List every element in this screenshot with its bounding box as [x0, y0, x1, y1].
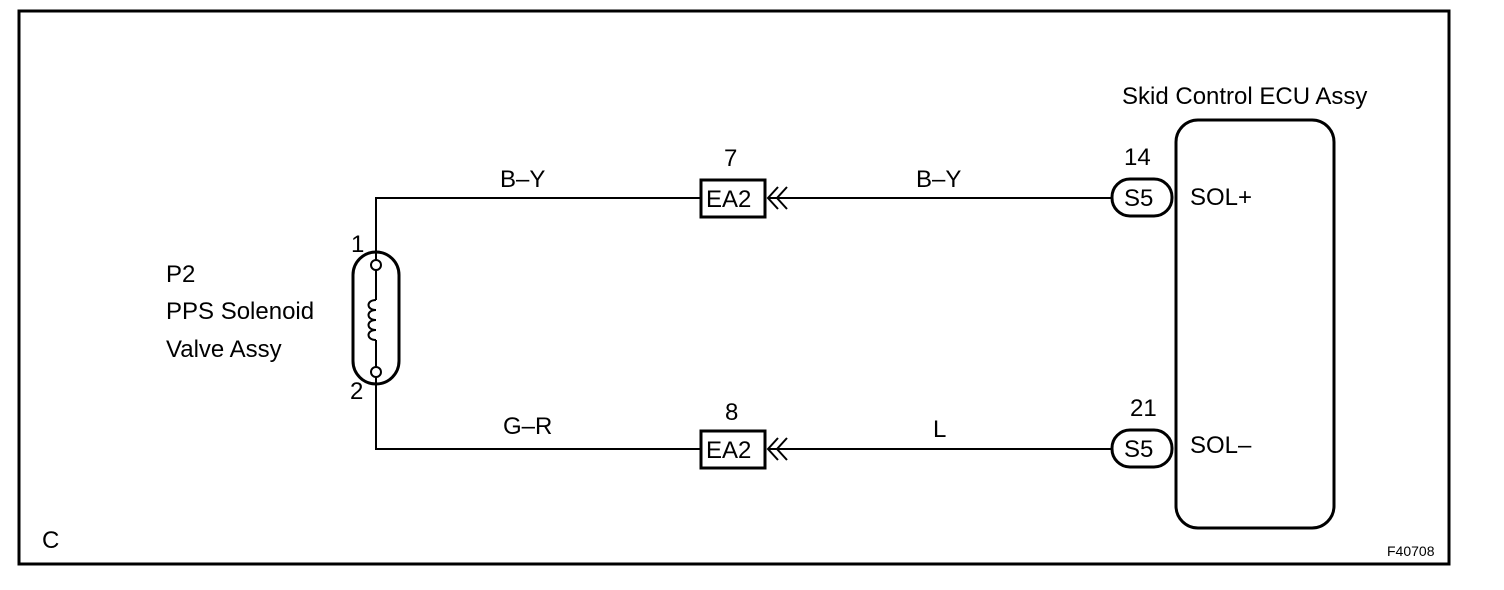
top-junction-label: EA2 [706, 186, 751, 213]
bottom-wire-right-color: L [933, 416, 946, 443]
solenoid-name-line2: Valve Assy [166, 336, 282, 363]
bottom-wire-left-color: G–R [503, 413, 552, 440]
top-wire-right-color: B–Y [916, 166, 961, 193]
top-junction-pin: 7 [724, 145, 737, 172]
bottom-wire-left [375, 377, 701, 450]
solenoid-pin-bottom: 2 [350, 378, 363, 405]
top-ecu-pin: 14 [1124, 144, 1151, 171]
bottom-junction-box [699, 429, 767, 470]
ecu-terminal-bottom: SOL– [1190, 432, 1252, 459]
top-ecu-connector [1110, 177, 1174, 218]
diagram-frame [17, 9, 1451, 566]
bottom-ecu-connector-label: S5 [1124, 436, 1153, 463]
solenoid-pin-top-terminal [370, 259, 382, 271]
top-wire-left-color: B–Y [500, 166, 545, 193]
solenoid-name-line1: PPS Solenoid [166, 298, 314, 325]
solenoid-pin-top: 1 [351, 231, 364, 258]
bottom-junction-pin: 8 [725, 399, 738, 426]
ecu-title: Skid Control ECU Assy [1122, 83, 1367, 110]
solenoid-pin-bottom-terminal [370, 366, 382, 378]
top-wire-left [375, 197, 701, 260]
bottom-ecu-pin: 21 [1130, 395, 1157, 422]
ecu-box [1174, 118, 1336, 530]
solenoid-code: P2 [166, 261, 195, 288]
bottom-junction-label: EA2 [706, 437, 751, 464]
solenoid-coil-icon [367, 299, 377, 341]
top-junction-box [699, 178, 767, 219]
section-letter: C [42, 527, 59, 554]
bottom-ecu-connector [1110, 428, 1174, 469]
ecu-terminal-top: SOL+ [1190, 184, 1252, 211]
top-ecu-connector-label: S5 [1124, 185, 1153, 212]
figure-code: F40708 [1387, 543, 1435, 559]
